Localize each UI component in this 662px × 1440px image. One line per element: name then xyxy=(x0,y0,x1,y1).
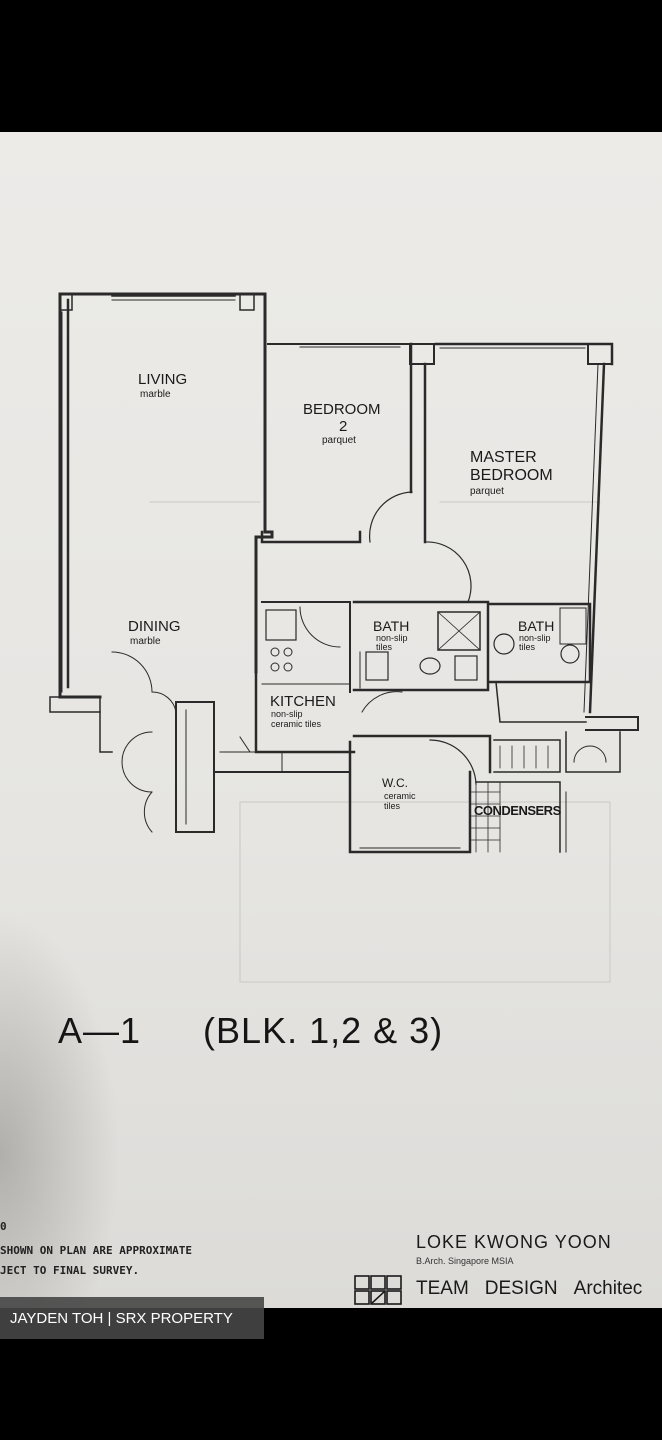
living-material: marble xyxy=(140,389,171,400)
shadow xyxy=(0,912,120,1308)
master-bedroom-label-line1: MASTER xyxy=(470,449,537,466)
dining-material: marble xyxy=(130,636,161,647)
architect-credentials: B.Arch. Singapore MSIA xyxy=(416,1256,514,1266)
bath2-material-line1: non-slip xyxy=(519,633,551,643)
bath1-material-line2: tiles xyxy=(376,642,393,652)
kitchen-label: KITCHEN xyxy=(270,693,336,710)
block-numbers: (BLK. 1,2 & 3) xyxy=(203,1010,444,1051)
floor-plan-drawing xyxy=(49,292,639,983)
unit-type: A—1 xyxy=(58,1010,142,1051)
store-material-line2: tiles xyxy=(384,801,401,811)
store-material-line1: ceramic xyxy=(384,791,416,801)
condensers-label: CONDENSERS xyxy=(474,803,561,818)
master-bedroom-label-line2: BEDROOM xyxy=(470,467,553,484)
floor-plan-sheet: LIVING marble BEDROOM 2 parquet MASTER B… xyxy=(0,132,662,1308)
bath2-material-line2: tiles xyxy=(519,642,536,652)
living-label: LIVING xyxy=(138,371,188,388)
architect-name: LOKE KWONG YOON xyxy=(416,1232,612,1252)
note-line-1: 0 xyxy=(0,1220,7,1233)
bedroom2-number: 2 xyxy=(339,418,348,435)
bath2-label: BATH xyxy=(518,618,555,634)
kitchen-material-line1: non-slip xyxy=(271,709,303,719)
note-line-3: JECT TO FINAL SURVEY. xyxy=(0,1264,140,1277)
firm-logo-icon xyxy=(354,1275,402,1305)
firm-word-1: TEAM xyxy=(416,1278,469,1299)
note-line-2: SHOWN ON PLAN ARE APPROXIMATE xyxy=(0,1244,193,1257)
watermark-label: JAYDEN TOH | SRX PROPERTY xyxy=(0,1297,264,1339)
bath1-label: BATH xyxy=(373,618,410,634)
dining-label: DINING xyxy=(128,618,181,635)
architect-firm: TEAM DESIGN Architec xyxy=(416,1278,642,1300)
bedroom2-label: BEDROOM xyxy=(303,401,381,418)
firm-word-3: Architec xyxy=(573,1278,643,1299)
kitchen-material-line2: ceramic tiles xyxy=(271,719,322,729)
bath1-material-line1: non-slip xyxy=(376,633,408,643)
firm-word-2: DESIGN xyxy=(484,1278,558,1299)
bedroom2-material: parquet xyxy=(322,435,356,446)
master-bedroom-material: parquet xyxy=(470,486,504,497)
plan-title: A—1 (BLK. 1,2 & 3) xyxy=(58,1010,443,1052)
store-label: W.C. xyxy=(382,776,408,790)
